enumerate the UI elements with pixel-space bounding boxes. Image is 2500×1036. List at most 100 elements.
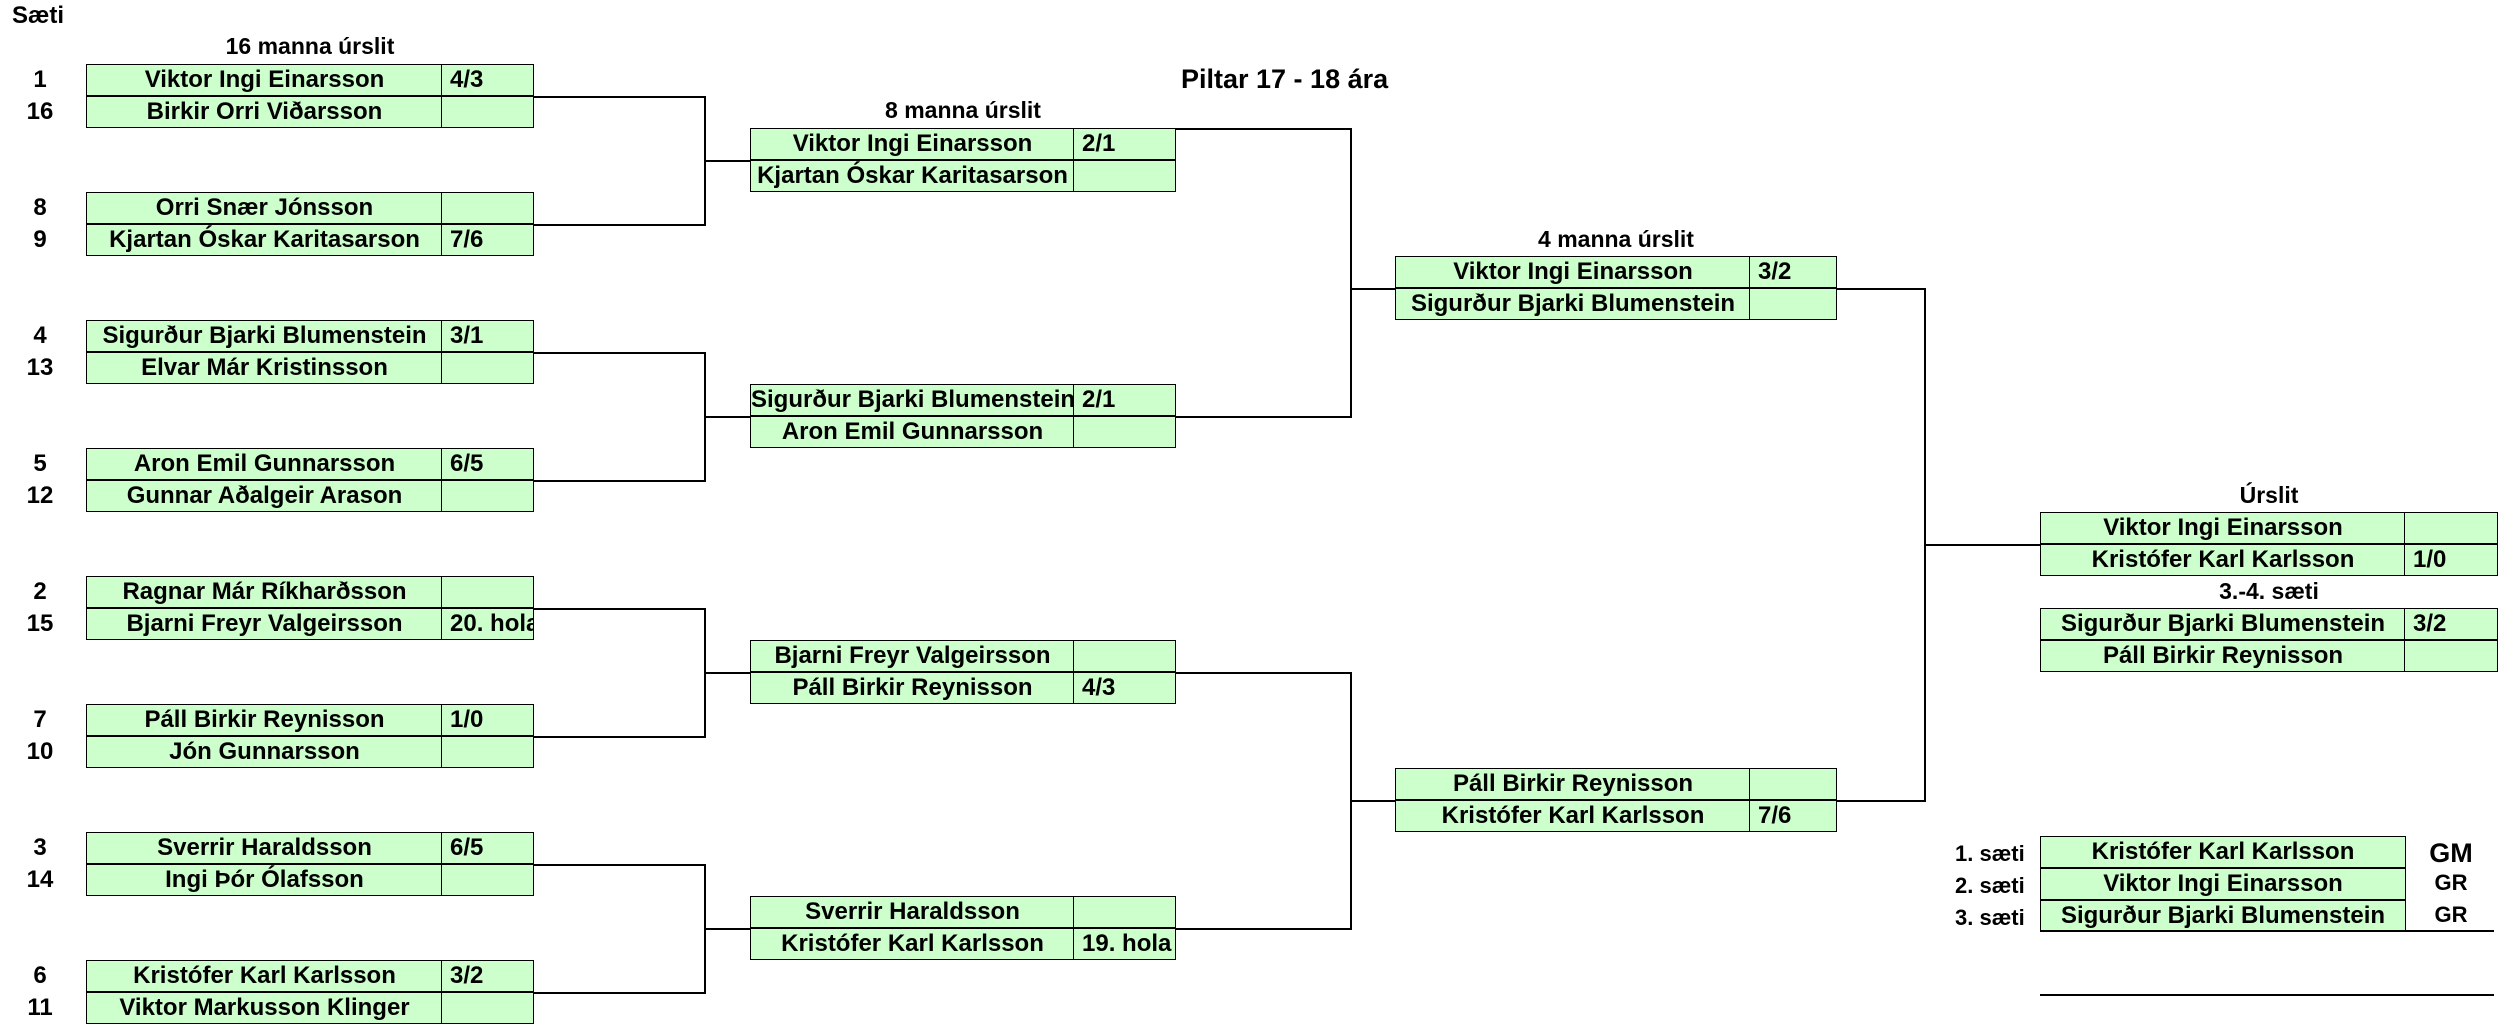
connector-line — [704, 160, 750, 162]
seed-number: 16 — [26, 98, 54, 125]
round16-header: 16 manna úrslit — [225, 33, 395, 59]
seed-number: 5 — [33, 450, 47, 477]
player-name-cell: Sigurður Bjarki Blumenstein — [1395, 288, 1751, 320]
player-name-cell: Bjarni Freyr Valgeirsson — [750, 640, 1075, 672]
score-cell: 7/6 — [441, 224, 534, 256]
round8-header: 8 manna úrslit — [885, 97, 1041, 123]
score-cell — [1073, 896, 1176, 928]
player-name-cell: Kristófer Karl Karlsson — [86, 960, 443, 992]
player-name-cell: Sigurður Bjarki Blumenstein — [86, 320, 443, 352]
player-name-cell: Viktor Markusson Klinger — [86, 992, 443, 1024]
score-cell — [441, 480, 534, 512]
connector-line — [1176, 128, 1351, 130]
score-cell — [1749, 768, 1837, 800]
player-name-cell: Orri Snær Jónsson — [86, 192, 443, 224]
connector-line — [1176, 416, 1351, 418]
player-name-cell: Kristófer Karl Karlsson — [2040, 836, 2406, 868]
round4-header: 4 manna úrslit — [1538, 226, 1694, 252]
player-name-cell: Jón Gunnarsson — [86, 736, 443, 768]
score-cell: 1/0 — [441, 704, 534, 736]
score-cell — [441, 992, 534, 1024]
score-cell: 20. hola — [441, 608, 534, 640]
player-name-cell: Páll Birkir Reynisson — [750, 672, 1075, 704]
score-cell — [1073, 416, 1176, 448]
player-name-cell: Kristófer Karl Karlsson — [2040, 544, 2406, 576]
connector-line — [1350, 288, 1395, 290]
score-cell — [441, 736, 534, 768]
seed-number: 13 — [26, 354, 54, 381]
standing-club: GR — [2434, 902, 2468, 927]
score-cell: 7/6 — [1749, 800, 1837, 832]
score-cell — [441, 96, 534, 128]
standing-place: 1. sæti — [1955, 841, 2025, 866]
connector-line — [534, 224, 705, 226]
standing-club: GR — [2434, 870, 2468, 895]
seed-number: 1 — [33, 66, 47, 93]
connector-line — [704, 672, 750, 674]
score-cell: 2/1 — [1073, 384, 1176, 416]
connector-line — [1837, 800, 1925, 802]
seed-number: 11 — [27, 994, 53, 1021]
score-cell: 3/2 — [441, 960, 534, 992]
seed-number: 14 — [26, 866, 54, 893]
score-cell: 6/5 — [441, 448, 534, 480]
score-cell — [1073, 160, 1176, 192]
seed-number: 7 — [33, 706, 47, 733]
player-name-cell: Kristófer Karl Karlsson — [1395, 800, 1751, 832]
score-cell: 4/3 — [441, 64, 534, 96]
seed-number: 4 — [33, 322, 47, 349]
connector-line — [1176, 928, 1351, 930]
seed-number: 6 — [33, 962, 47, 989]
player-name-cell: Bjarni Freyr Valgeirsson — [86, 608, 443, 640]
player-name-cell: Ingi Þór Ólafsson — [86, 864, 443, 896]
seed-number: 8 — [33, 194, 47, 221]
seed-number: 2 — [33, 578, 47, 605]
score-cell: 4/3 — [1073, 672, 1176, 704]
player-name-cell: Kjartan Óskar Karitasarson — [86, 224, 443, 256]
connector-line — [534, 864, 705, 866]
standing-place: 3. sæti — [1955, 905, 2025, 930]
player-name-cell: Viktor Ingi Einarsson — [2040, 512, 2406, 544]
connector-line — [704, 928, 750, 930]
third-place-header: 3.-4. sæti — [2219, 578, 2319, 604]
player-name-cell: Sigurður Bjarki Blumenstein — [2040, 608, 2406, 640]
connector-line — [534, 480, 705, 482]
seed-number: 12 — [26, 482, 54, 509]
score-cell — [441, 576, 534, 608]
player-name-cell: Ragnar Már Ríkharðsson — [86, 576, 443, 608]
player-name-cell: Viktor Ingi Einarsson — [750, 128, 1075, 160]
player-name-cell: Viktor Ingi Einarsson — [86, 64, 443, 96]
connector-line — [1350, 128, 1352, 418]
player-name-cell: Elvar Már Kristinsson — [86, 352, 443, 384]
connector-line — [2040, 930, 2494, 932]
player-name-cell: Páll Birkir Reynisson — [1395, 768, 1751, 800]
player-name-cell: Viktor Ingi Einarsson — [2040, 868, 2406, 900]
connector-line — [534, 352, 705, 354]
score-cell — [441, 864, 534, 896]
player-name-cell: Páll Birkir Reynisson — [86, 704, 443, 736]
score-cell: 3/2 — [1749, 256, 1837, 288]
connector-line — [1176, 672, 1351, 674]
seed-number: 10 — [26, 738, 54, 765]
score-cell: 1/0 — [2404, 544, 2498, 576]
connector-line — [2040, 994, 2494, 996]
connector-line — [1924, 544, 2040, 546]
player-name-cell: Gunnar Aðalgeir Arason — [86, 480, 443, 512]
page-title: Piltar 17 - 18 ára — [1181, 64, 1389, 94]
player-name-cell: Kjartan Óskar Karitasarson — [750, 160, 1075, 192]
connector-line — [1350, 800, 1395, 802]
score-cell: 3/2 — [2404, 608, 2498, 640]
standing-place: 2. sæti — [1955, 873, 2025, 898]
player-name-cell: Kristófer Karl Karlsson — [750, 928, 1075, 960]
player-name-cell: Sverrir Haraldsson — [86, 832, 443, 864]
player-name-cell: Sverrir Haraldsson — [750, 896, 1075, 928]
seed-number: 9 — [33, 226, 47, 253]
connector-line — [534, 608, 705, 610]
connector-line — [534, 96, 705, 98]
score-cell: 6/5 — [441, 832, 534, 864]
score-cell — [1749, 288, 1837, 320]
player-name-cell: Sigurður Bjarki Blumenstein — [750, 384, 1075, 416]
player-name-cell: Viktor Ingi Einarsson — [1395, 256, 1751, 288]
score-cell: 3/1 — [441, 320, 534, 352]
player-name-cell: Sigurður Bjarki Blumenstein — [2040, 900, 2406, 932]
